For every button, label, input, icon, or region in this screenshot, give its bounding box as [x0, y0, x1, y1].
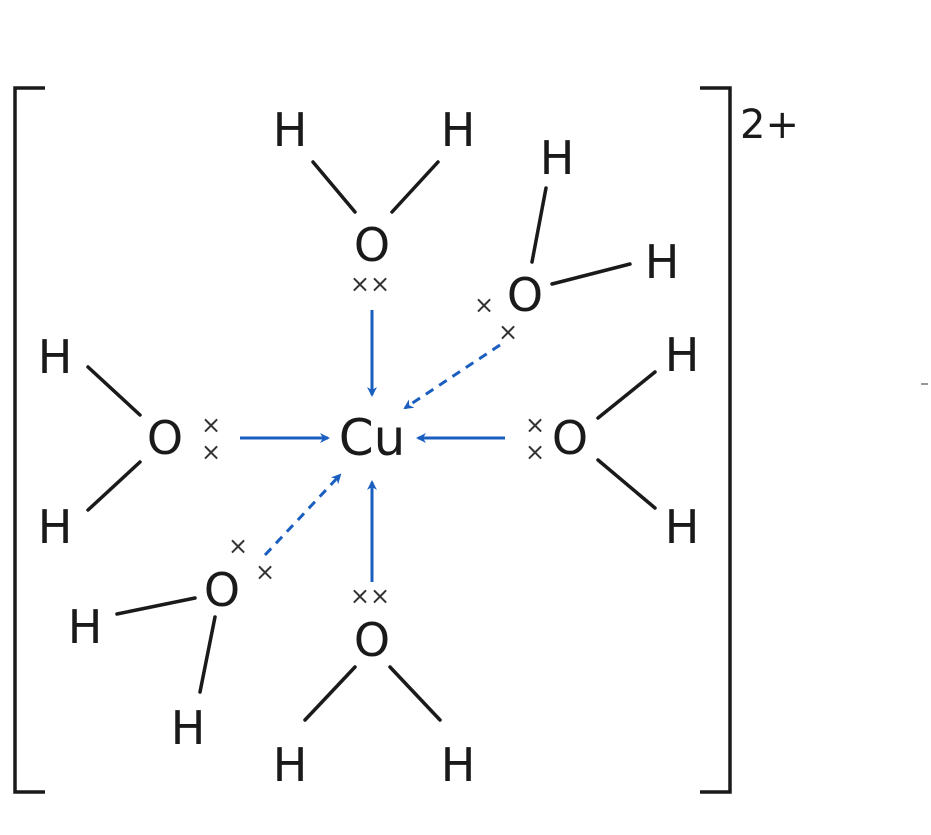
lone-pair: × [474, 291, 494, 319]
oxygen-atom: O [147, 411, 183, 465]
lone-pair: × [498, 318, 518, 346]
water-ligand-right: O H H × × [416, 328, 700, 554]
bond [311, 160, 357, 214]
bond [390, 160, 440, 214]
lone-pair: × [228, 532, 248, 560]
bond [198, 615, 217, 694]
hydrogen-atom: H [645, 235, 680, 289]
water-ligand-bottom: O H H ×× [273, 480, 476, 792]
right-bracket [700, 86, 732, 794]
water-ligand-upper-right: O H H × × [403, 131, 680, 410]
left-bracket [13, 86, 45, 794]
bond [115, 596, 197, 616]
oxygen-atom: O [204, 563, 240, 617]
hydrogen-atom: H [665, 500, 700, 554]
dative-arrow [403, 343, 501, 410]
lone-pair: × [525, 438, 545, 466]
hydrogen-atom: H [171, 701, 206, 755]
lone-pair: ×× [350, 270, 390, 298]
lone-pair: × [201, 411, 221, 439]
bond [596, 370, 657, 420]
bond [86, 460, 142, 512]
water-ligand-left: O H H × × [38, 330, 330, 554]
oxygen-atom: O [507, 268, 543, 322]
oxygen-atom: O [354, 613, 390, 667]
bond [86, 365, 142, 417]
bond [388, 665, 442, 722]
lone-pair: × [525, 411, 545, 439]
hydrogen-atom: H [38, 330, 73, 384]
bond [550, 262, 632, 286]
dative-arrow [263, 473, 342, 557]
water-ligand-top: O H H ×× [273, 103, 476, 397]
hydrogen-atom: H [665, 328, 700, 382]
hydrogen-atom: H [441, 103, 476, 157]
lone-pair: × [255, 558, 275, 586]
oxygen-atom: O [354, 218, 390, 272]
lone-pair: ×× [350, 582, 390, 610]
oxygen-atom: O [552, 411, 588, 465]
lone-pair: × [201, 438, 221, 466]
copper-atom: Cu [339, 409, 406, 467]
hydrogen-atom: H [68, 600, 103, 654]
hydrogen-atom: H [273, 738, 308, 792]
hydrogen-atom: H [38, 500, 73, 554]
water-ligand-lower-left: O H H × × [68, 473, 342, 755]
bond [530, 186, 548, 264]
charge-label: 2+ [740, 102, 799, 148]
hydrogen-atom: H [540, 131, 575, 185]
bond [596, 458, 657, 510]
hydrogen-atom: H [273, 103, 308, 157]
bond [303, 665, 357, 722]
hydrogen-atom: H [441, 738, 476, 792]
